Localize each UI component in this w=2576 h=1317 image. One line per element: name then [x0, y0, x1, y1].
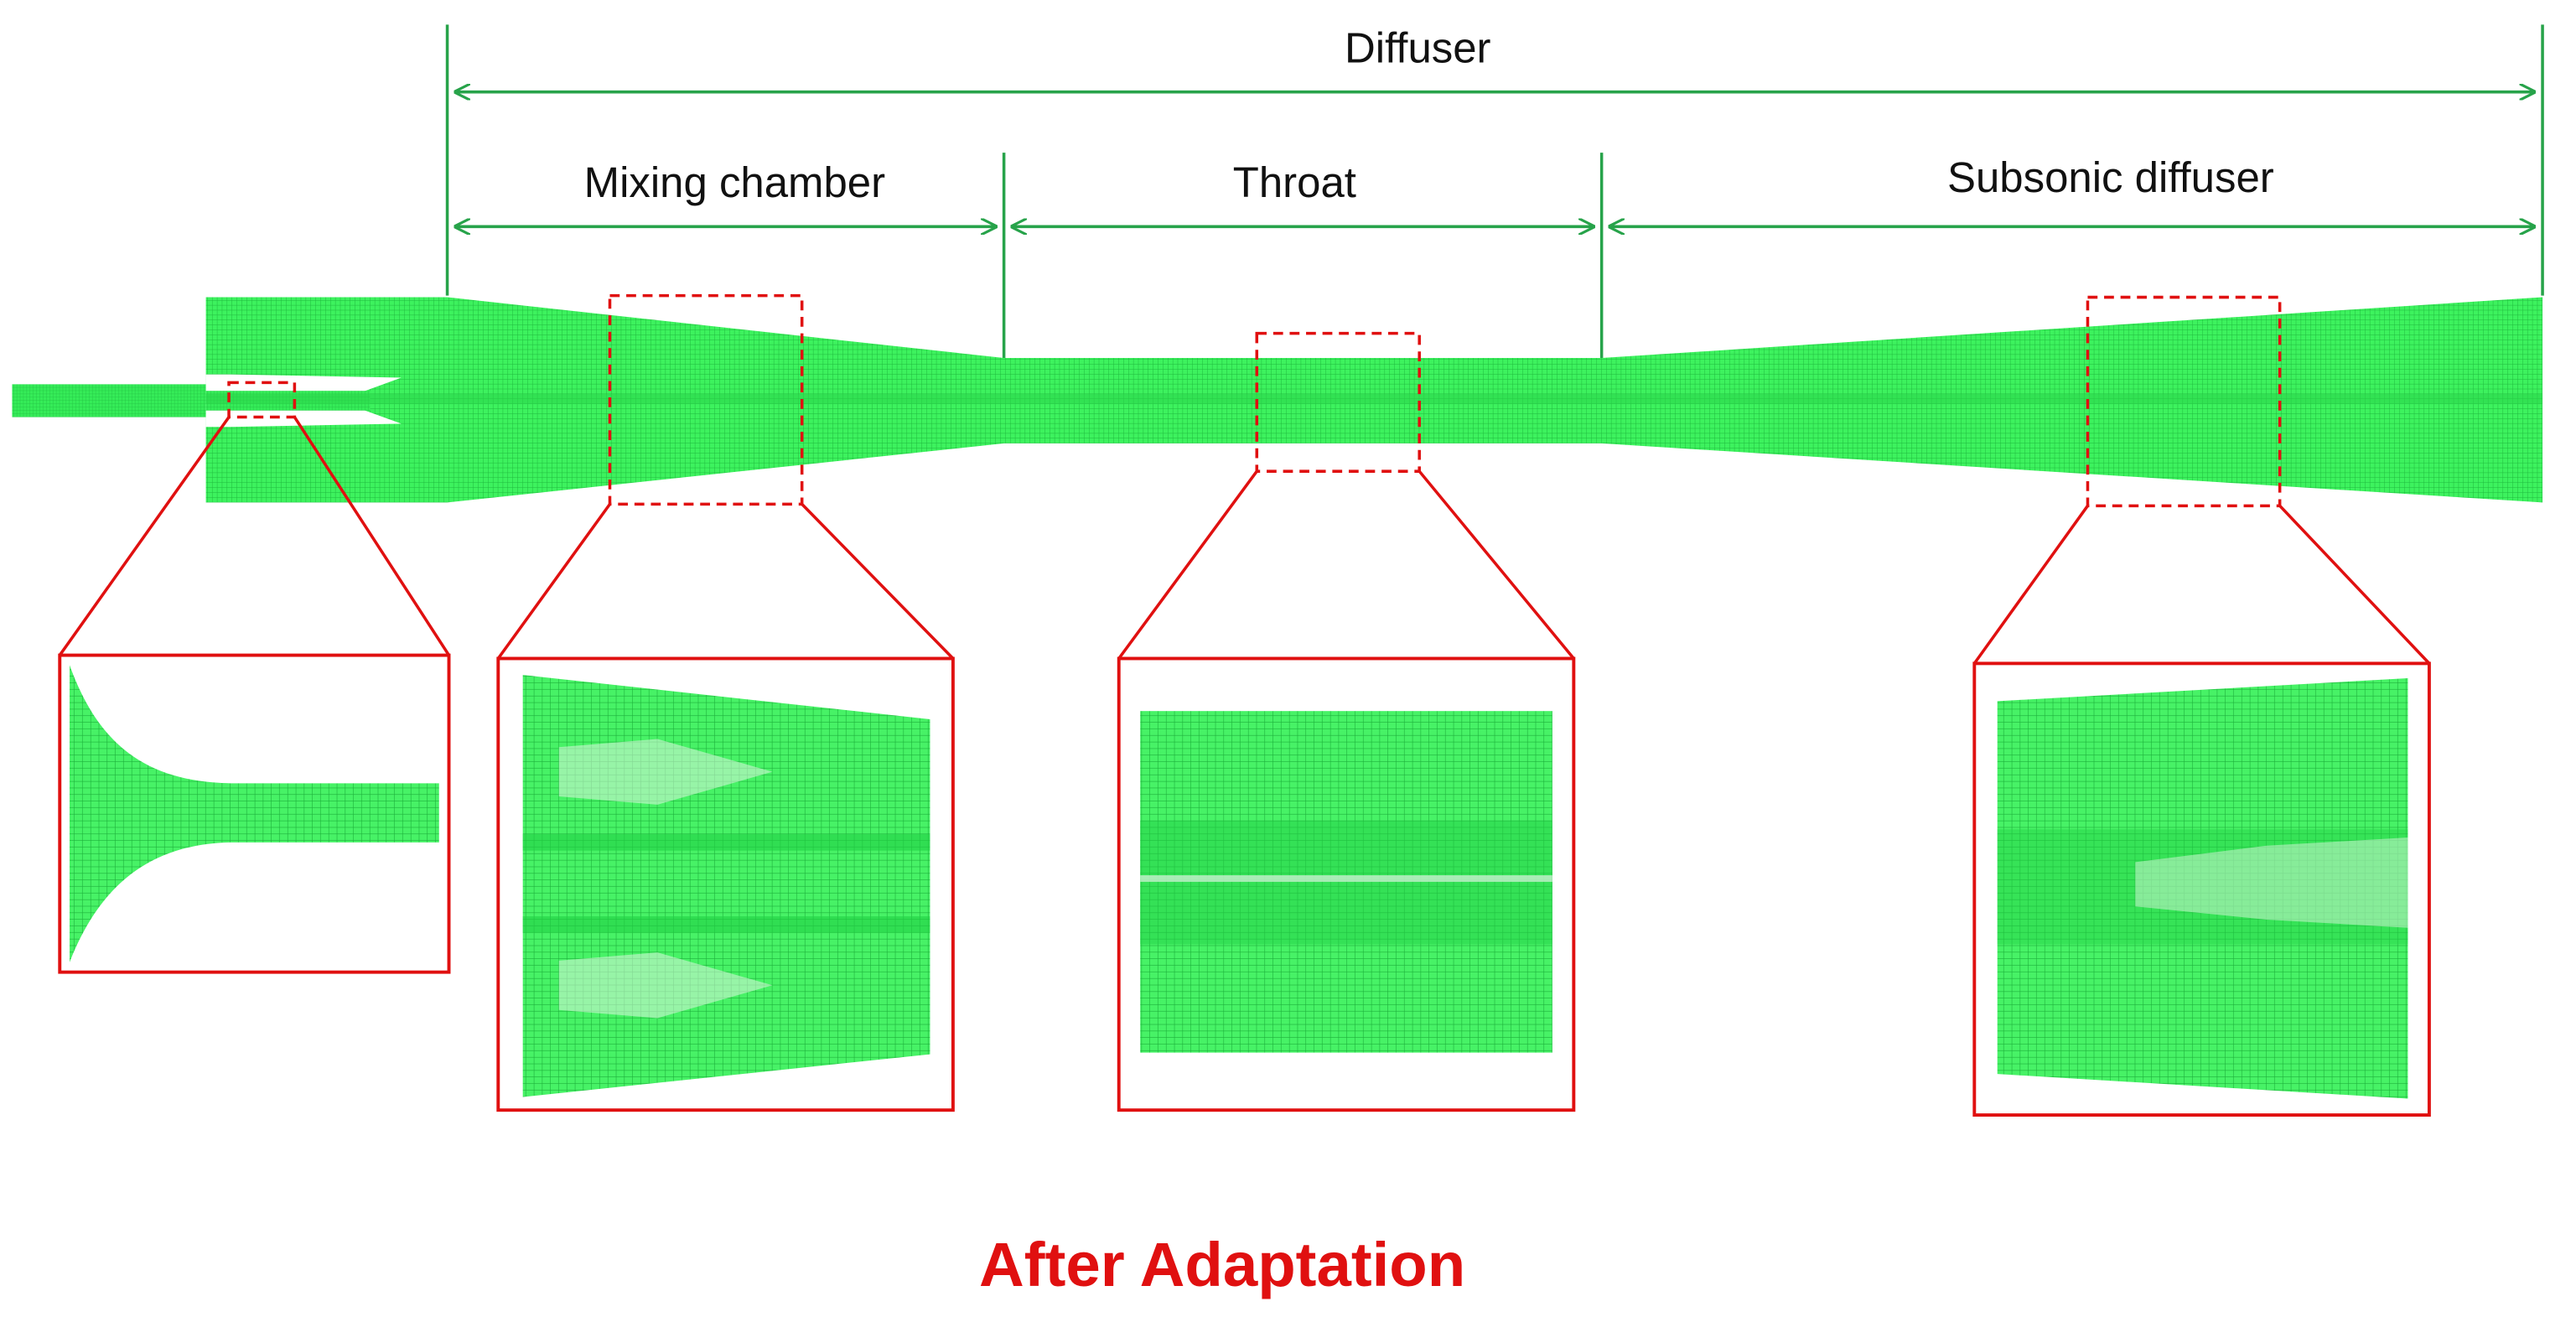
zoom-panel-throat	[1117, 656, 1576, 1112]
nozzle-exit-zoom-mesh	[70, 665, 439, 962]
centerline-band	[205, 394, 2543, 404]
subsonic-diffuser-label: Subsonic diffuser	[1947, 153, 2274, 201]
mixing-chamber-highlight	[608, 293, 804, 506]
zoom-panel-mixing-chamber	[496, 656, 955, 1112]
throat-highlight	[1255, 331, 1421, 473]
dimension-lines	[445, 24, 2544, 359]
zoom-panel-subsonic-diffuser	[1972, 661, 2431, 1117]
highlight-boxes	[227, 293, 2282, 508]
mixing-chamber-label: Mixing chamber	[584, 158, 885, 206]
diffuser-label: Diffuser	[1345, 23, 1491, 71]
subsonic-diffuser-highlight	[2086, 295, 2282, 508]
caption-title: After Adaptation	[979, 1230, 1465, 1299]
zoom-connectors	[58, 416, 2431, 665]
nozzle-exit-highlight	[227, 381, 297, 419]
ejector-mesh	[12, 297, 2543, 503]
throat-label: Throat	[1233, 158, 1356, 206]
mixing-chamber-zoom-mesh	[522, 675, 930, 1097]
zoom-panel-nozzle-exit	[58, 653, 451, 974]
primary-inlet-mesh	[12, 384, 210, 417]
